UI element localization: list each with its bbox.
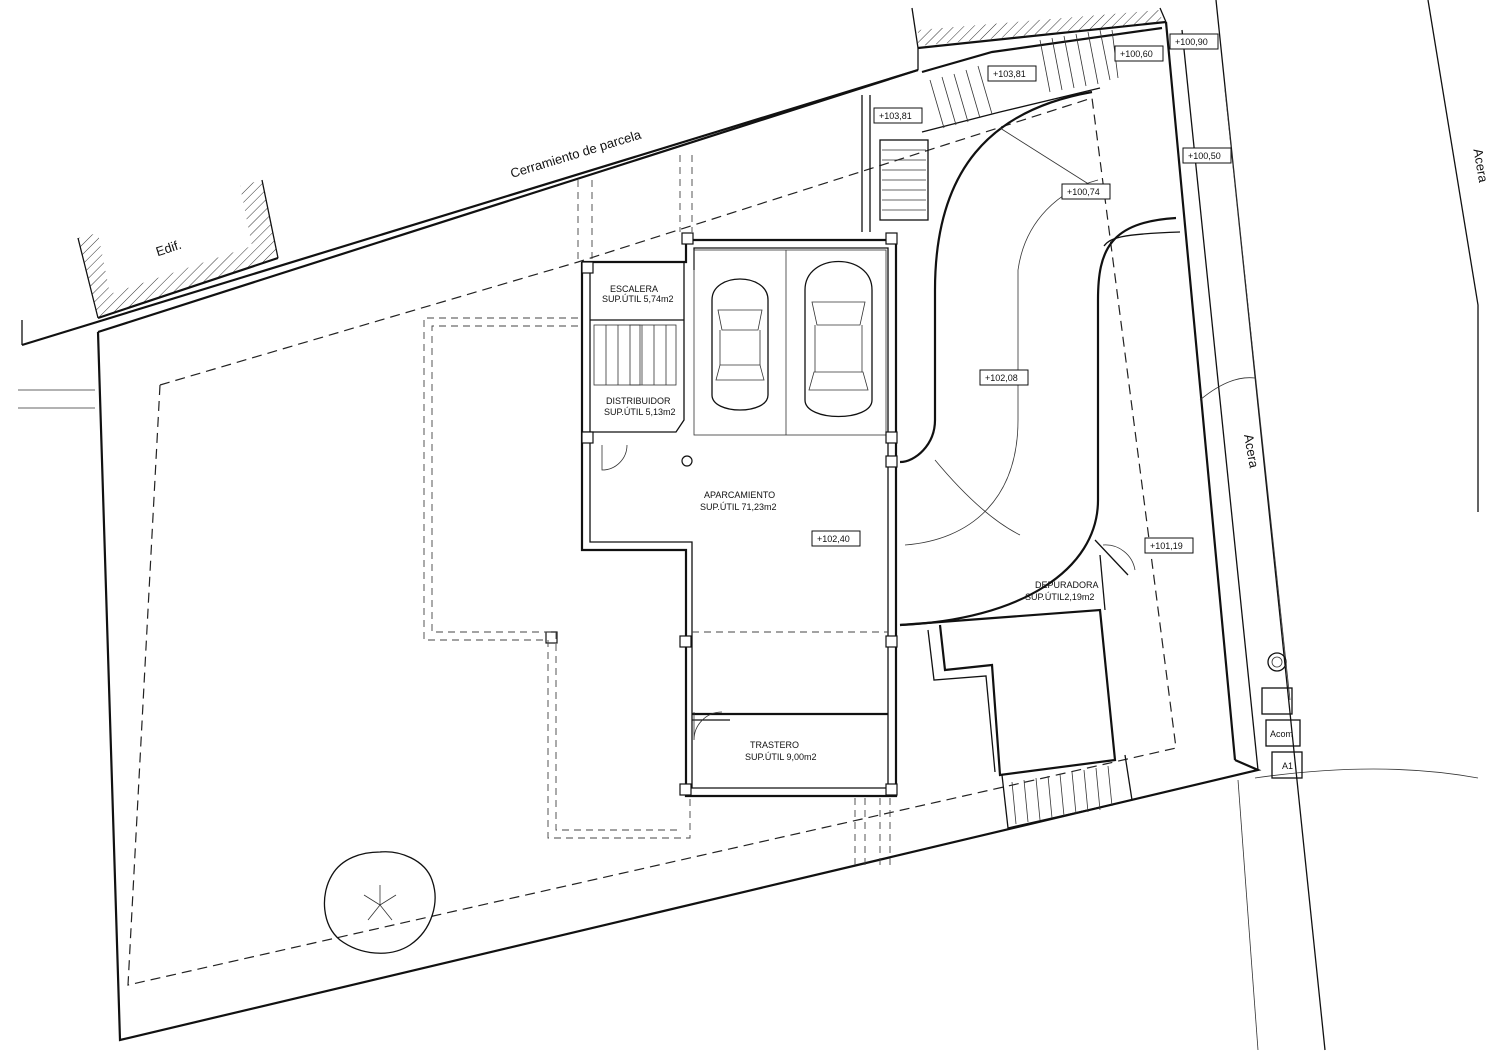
garage-building — [580, 238, 898, 798]
access-ramp — [899, 90, 1181, 627]
parcel-enclosure: Cerramiento de parcela — [21, 7, 1167, 347]
level-markers: +100,60 +100,90 +103,81 +103,81 +100,50 … — [811, 33, 1232, 554]
level-100-74: +100,74 — [1067, 187, 1100, 197]
level-103-81-b: +103,81 — [879, 111, 912, 121]
service-boxes: Acom A1 — [1261, 652, 1303, 779]
upper-floor-projection — [423, 155, 891, 865]
escalera-area: SUP.ÚTIL 5,74m2 — [602, 294, 674, 304]
columns — [545, 232, 898, 796]
level-101-19: +101,19 — [1150, 541, 1183, 551]
acera-label-top: Acera — [1470, 147, 1491, 184]
depuradora-label: DEPURADORA — [1035, 580, 1099, 590]
plot-boundary — [96, 21, 1262, 1042]
level-100-50: +100,50 — [1188, 151, 1221, 161]
car-right — [804, 260, 873, 418]
street: Acera Acera — [1199, 0, 1491, 1051]
cerramiento-label: Cerramiento de parcela — [508, 127, 643, 181]
car-left — [711, 278, 769, 411]
room-labels: ESCALERA SUP.ÚTIL 5,74m2 DISTRIBUIDOR SU… — [602, 284, 1099, 762]
aparcamiento-area: SUP.ÚTIL 71,23m2 — [700, 502, 777, 512]
distribuidor-label: DISTRIBUIDOR — [606, 396, 671, 406]
trastero-label: TRASTERO — [750, 740, 799, 750]
depuradora-area: SUP.ÚTIL2,19m2 — [1025, 592, 1094, 602]
setback-line — [127, 97, 1177, 986]
escalera-label: ESCALERA — [610, 284, 658, 294]
level-102-40: +102,40 — [817, 534, 850, 544]
level-103-81-a: +103,81 — [993, 69, 1026, 79]
acom-label: Acom — [1270, 729, 1293, 739]
a1-label: A1 — [1282, 761, 1293, 771]
level-100-60: +100,60 — [1120, 49, 1153, 59]
trastero-area: SUP.ÚTIL 9,00m2 — [745, 752, 817, 762]
tree-symbol — [323, 851, 436, 954]
distribuidor-area: SUP.ÚTIL 5,13m2 — [604, 407, 676, 417]
level-100-90: +100,90 — [1175, 37, 1208, 47]
level-102-08: +102,08 — [985, 373, 1018, 383]
aparcamiento-label: APARCAMIENTO — [704, 490, 775, 500]
acera-label-right: Acera — [1241, 433, 1262, 470]
depuradora-area — [899, 539, 1136, 829]
edif-label: Edif. — [154, 237, 183, 259]
